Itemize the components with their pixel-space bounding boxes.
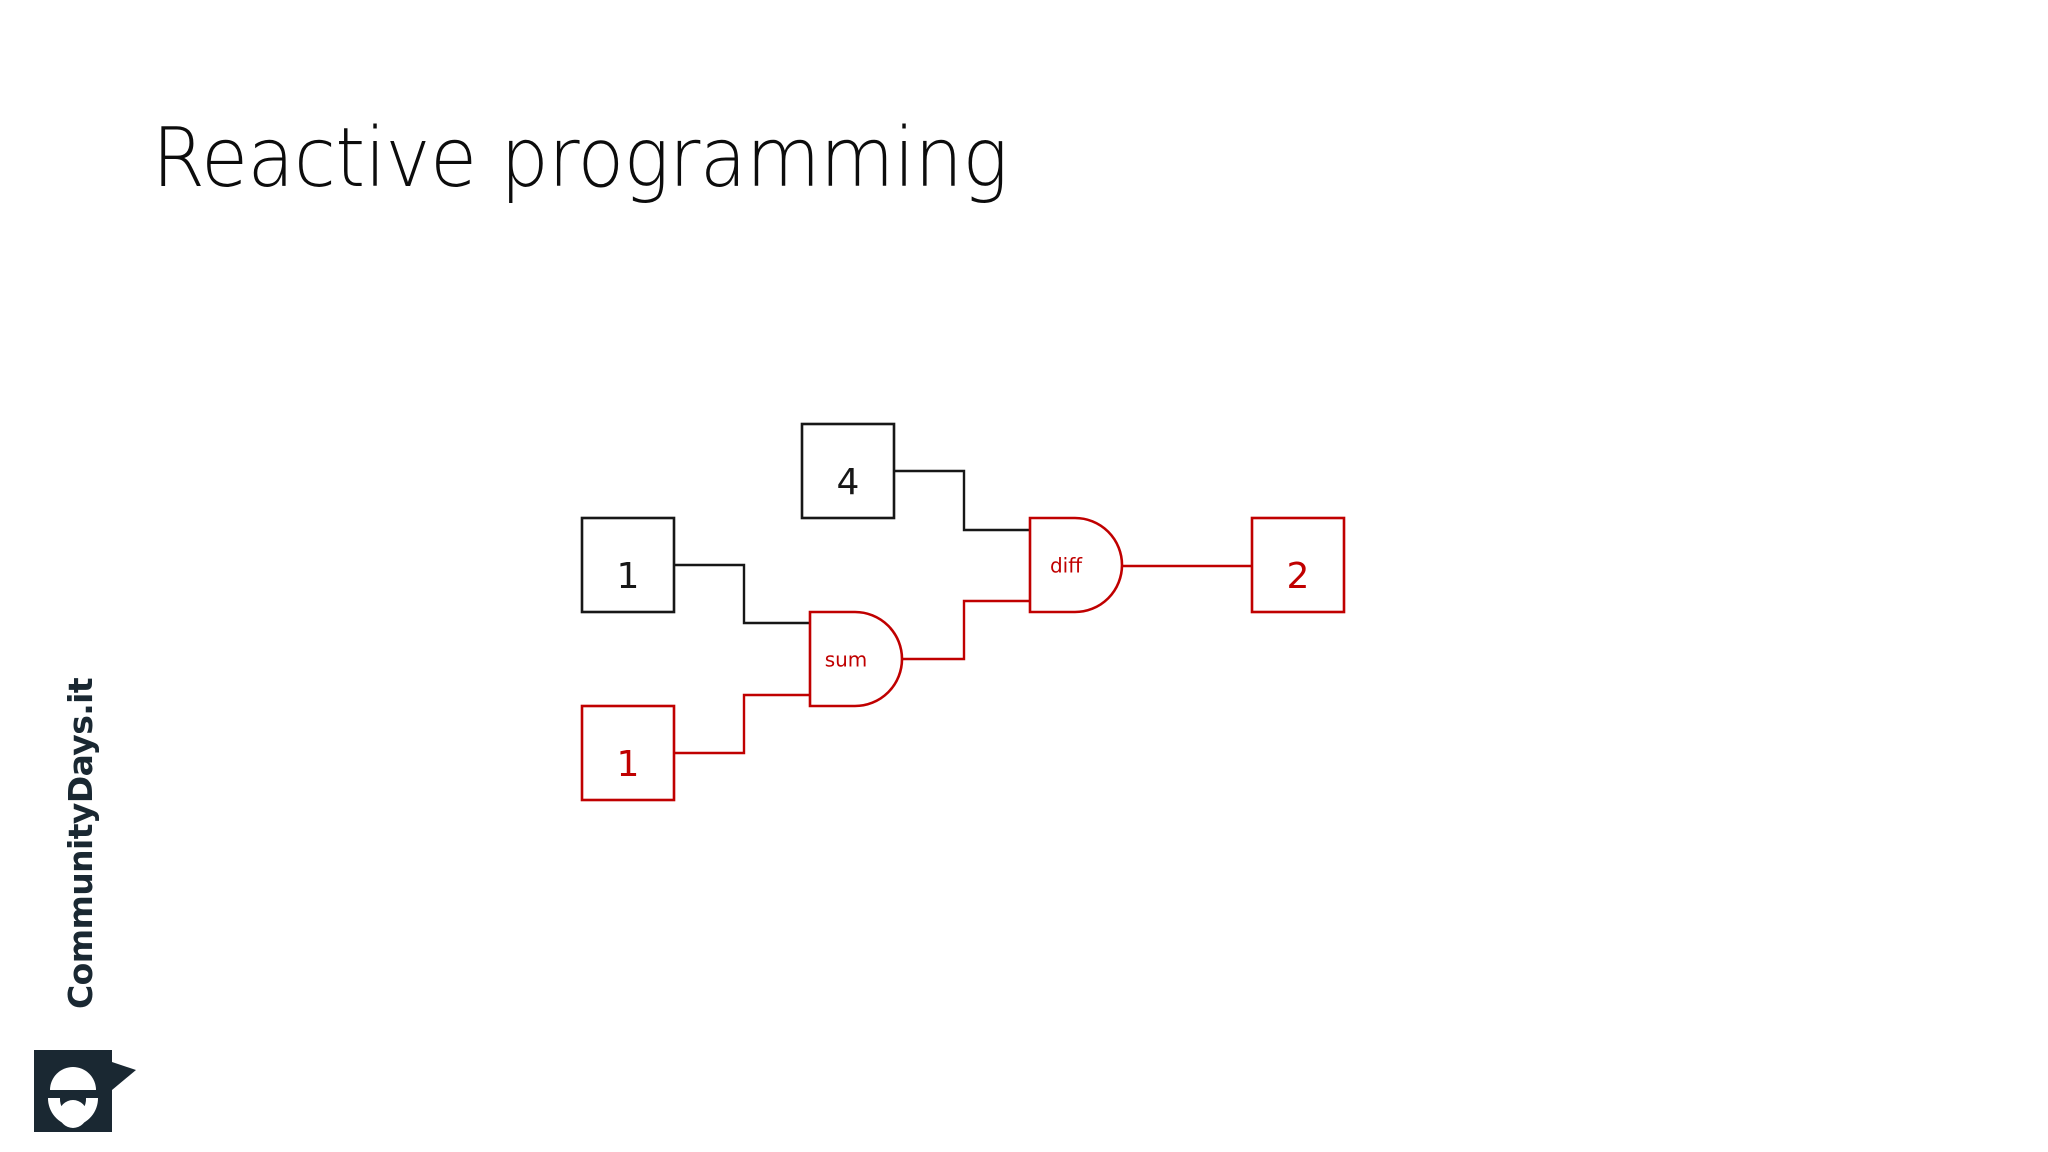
communitydays-logo: CommunityDays.it <box>24 660 144 1150</box>
and-gate-diff-label: diff <box>1050 554 1083 578</box>
edge-1red-to-sum <box>674 693 810 755</box>
and-gate-sum-shape <box>808 610 904 708</box>
logo-dome-shape <box>50 1067 96 1090</box>
and-gate-sum-label: sum <box>825 648 868 672</box>
value-box-1-red-frame <box>580 704 676 802</box>
communitydays-speech-bubble-mark-icon <box>34 1050 136 1132</box>
page-title: Reactive programming <box>152 111 1008 206</box>
edge-1black-to-sum <box>674 563 810 625</box>
value-box-1-red-label: 1 <box>617 744 640 785</box>
and-gate-sum[interactable]: sum <box>808 610 904 708</box>
edge-sum-to-diff <box>898 599 1030 661</box>
value-box-4-frame <box>800 422 896 520</box>
value-box-1-black[interactable]: 1 <box>580 516 676 614</box>
and-gate-diff[interactable]: diff <box>1028 516 1124 614</box>
logo-bubble-tail <box>112 1062 136 1090</box>
value-box-4[interactable]: 4 <box>800 422 896 520</box>
logo-wordmark: CommunityDays.it <box>61 677 100 1009</box>
value-box-4-label: 4 <box>837 462 860 503</box>
logo-head-circle <box>59 1100 87 1128</box>
value-box-1-black-label: 1 <box>617 556 640 597</box>
value-box-2-red-label: 2 <box>1287 556 1310 597</box>
value-box-2-red[interactable]: 2 <box>1250 516 1346 614</box>
value-box-1-red[interactable]: 1 <box>580 704 676 802</box>
value-box-1-black-frame <box>580 516 676 614</box>
and-gate-diff-shape <box>1028 516 1124 614</box>
edge-4-to-diff <box>894 469 1030 532</box>
value-box-2-red-frame <box>1250 516 1346 614</box>
